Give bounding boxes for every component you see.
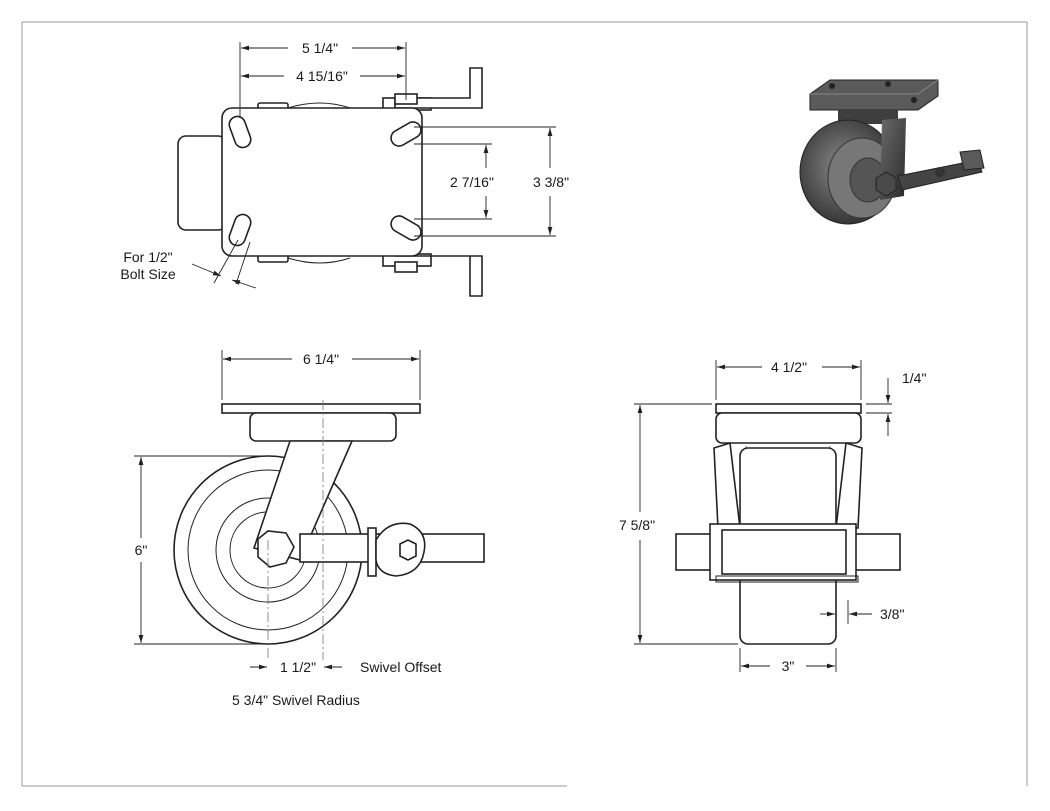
bolt-note-line1: For 1/2" (123, 249, 172, 265)
dim-top-bolt-spacing-y: 2 7/16" (450, 174, 494, 190)
bolt-note-line2: Bolt Size (120, 266, 175, 282)
dim-front-plate-width: 4 1/2" (771, 359, 807, 375)
dim-swivel-radius: 5 3/4" Swivel Radius (232, 692, 360, 708)
dim-front-clearance: 3/8" (880, 606, 904, 622)
front-view (634, 360, 901, 672)
dim-front-wheel-width: 3" (782, 658, 795, 674)
dim-front-plate-thickness: 1/4" (902, 370, 926, 386)
dim-top-width-overall: 5 1/4" (302, 40, 338, 56)
sheet-border (21, 21, 1028, 787)
dim-front-overall-height: 7 5/8" (619, 517, 655, 533)
caster-wheel-3d-render-icon (799, 79, 985, 225)
dim-side-wheel-diameter: 6" (135, 542, 148, 558)
dim-top-plate-height: 3 3/8" (533, 174, 569, 190)
dim-side-plate-width: 6 1/4" (303, 351, 339, 367)
dim-top-bolt-spacing-x: 4 15/16" (296, 68, 348, 84)
dim-swivel-offset-label: Swivel Offset (360, 659, 442, 675)
top-view (177, 42, 556, 297)
dim-swivel-offset-value: 1 1/2" (280, 659, 316, 675)
side-view (134, 350, 485, 670)
